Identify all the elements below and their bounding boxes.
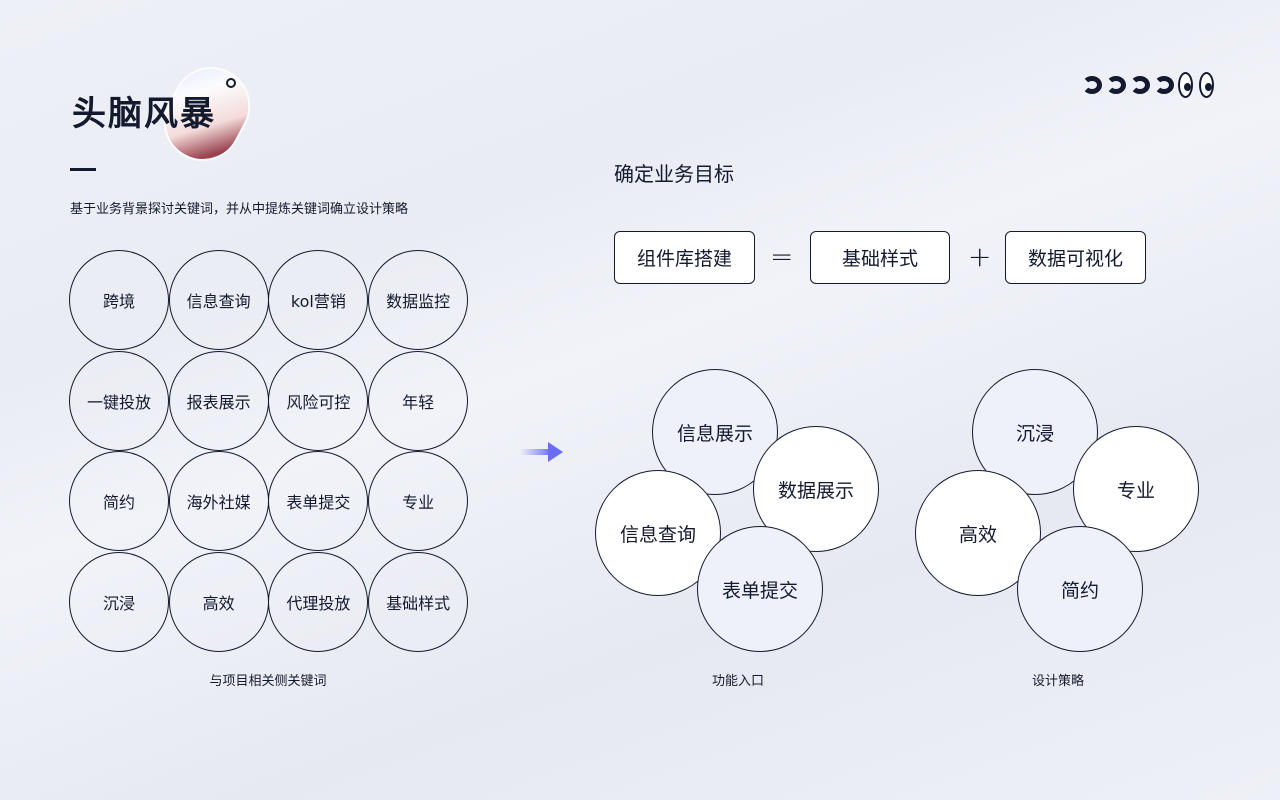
keyword-circle: 风险可控: [268, 350, 369, 451]
function-caption: 功能入口: [711, 674, 765, 689]
keyword-circle: 报表展示: [168, 350, 269, 451]
keyword-circle: 沉浸: [69, 551, 169, 652]
keyword-circle: 简约: [69, 451, 169, 551]
keyword-circle: 年轻: [368, 350, 469, 451]
keyword-circle: kol营销: [268, 250, 369, 350]
functions-circle: 表单提交: [697, 526, 823, 652]
component-library-box: 组件库搭建: [614, 231, 755, 284]
strategy-circle: 简约: [1017, 526, 1143, 652]
keyword-circle: 代理投放: [268, 551, 369, 652]
eye-icon: [1199, 72, 1214, 98]
keyword-circle: 表单提交: [268, 451, 369, 551]
keyword-circle: 数据监控: [368, 250, 469, 350]
keyword-circle: 基础样式: [368, 551, 469, 652]
keyword-circle: 海外社媒: [168, 451, 269, 551]
page-title: 头脑风暴: [72, 94, 216, 134]
decoration-dot-icon: [226, 78, 236, 88]
keyword-circle: 专业: [368, 451, 469, 551]
title-divider: [70, 168, 96, 171]
data-viz-box: 数据可视化: [1005, 231, 1146, 284]
goal-title: 确定业务目标: [614, 162, 734, 186]
keyword-circle: 一键投放: [69, 350, 169, 451]
strategy-caption: 设计策略: [1031, 674, 1085, 689]
brand-logo: [1082, 72, 1214, 98]
keyword-circle: 高效: [168, 551, 269, 652]
base-style-box: 基础样式: [810, 231, 950, 284]
keyword-circle: 跨境: [69, 250, 169, 350]
equals-sign: =: [770, 240, 794, 273]
eye-icon: [1178, 72, 1193, 98]
plus-sign: +: [968, 240, 992, 273]
keywords-caption: 与项目相关侧关键词: [209, 674, 327, 689]
keyword-circle: 信息查询: [168, 250, 269, 350]
arrow-right-icon: [520, 442, 563, 462]
subtitle: 基于业务背景探讨关键词，并从中提炼关键词确立设计策略: [70, 202, 409, 217]
